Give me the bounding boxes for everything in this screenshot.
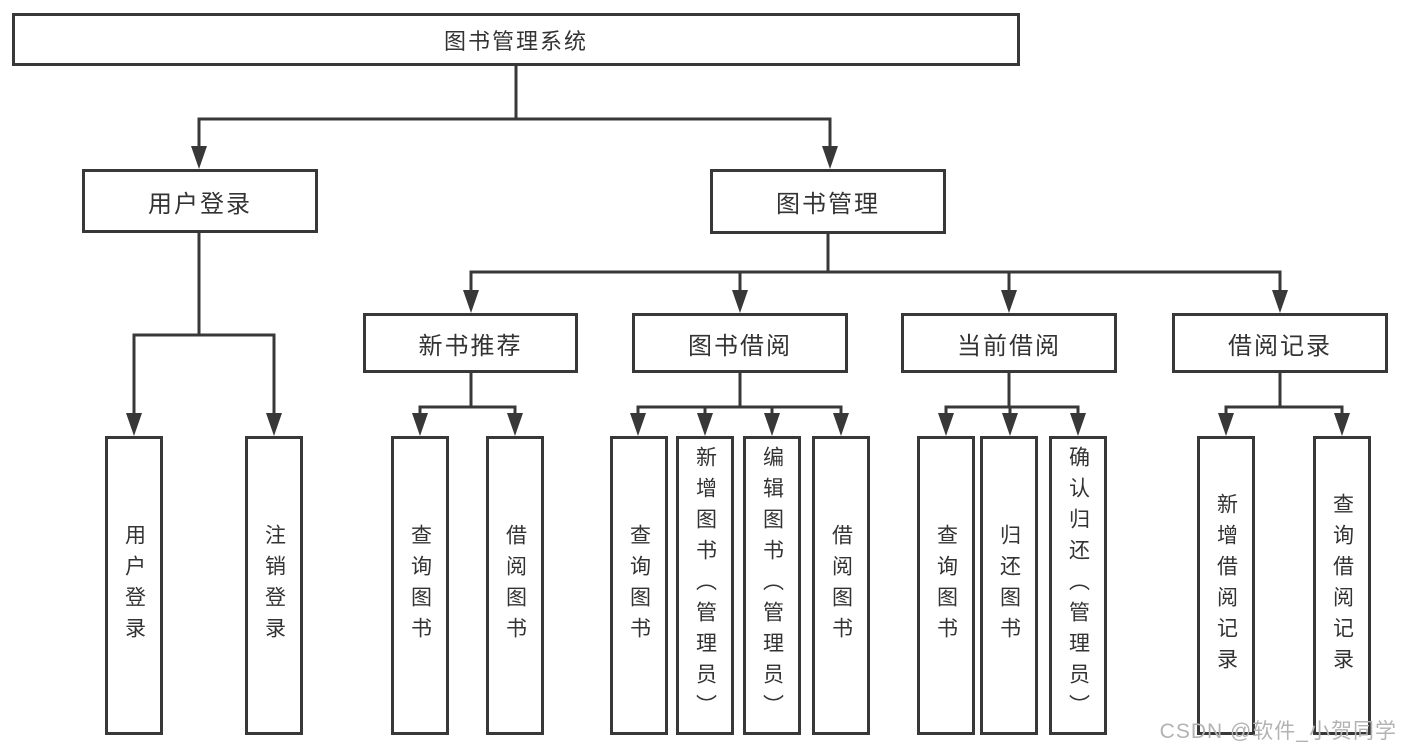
arrowhead	[412, 413, 428, 436]
connector-newbook-to-leaves	[418, 371, 517, 416]
watermark-text: CSDN @软件_小贺同学	[1159, 720, 1397, 743]
leaf-return-books: 归还图书	[980, 436, 1038, 735]
connector-userlogin-to-leaves	[132, 231, 276, 416]
node-label: 用户登录	[148, 190, 252, 218]
node-label: 新书推荐	[418, 332, 523, 360]
leaf-label: 注销登录	[262, 523, 286, 648]
node-label: 图书管理	[776, 191, 880, 218]
node-user-login-group: 用户登录	[82, 169, 318, 233]
leaf-label: 编辑图书（管理员）	[760, 446, 784, 725]
leaf-label: 用户登录	[122, 523, 146, 648]
arrowhead	[1334, 413, 1350, 436]
node-label: 图书借阅	[688, 332, 792, 360]
arrowhead	[697, 413, 713, 436]
arrowhead	[1218, 413, 1234, 436]
node-label: 借阅记录	[1228, 332, 1332, 360]
node-root-label: 图书管理系统	[443, 28, 588, 54]
node-book-management: 图书管理	[710, 169, 946, 234]
connector-bookmgmt-to-level3	[469, 232, 1282, 294]
arrowhead	[822, 146, 838, 169]
arrowhead	[938, 413, 954, 436]
node-new-book-recommendation: 新书推荐	[363, 313, 578, 373]
leaf-edit-books-admin: 编辑图书（管理员）	[743, 436, 801, 735]
leaf-confirm-return-admin: 确认归还（管理员）	[1049, 436, 1107, 735]
node-book-borrowing: 图书借阅	[632, 313, 848, 373]
arrowhead	[266, 413, 282, 436]
arrowhead	[764, 413, 780, 436]
leaf-label: 借阅图书	[829, 523, 853, 648]
connector-records-to-leaves	[1224, 371, 1344, 416]
leaf-label: 新增借阅记录	[1214, 492, 1238, 679]
arrowhead	[463, 290, 479, 313]
node-label: 当前借阅	[957, 332, 1061, 360]
leaf-borrow-books-recommend: 借阅图书	[486, 436, 544, 735]
arrowhead	[507, 413, 523, 436]
leaf-label: 查询图书	[627, 523, 651, 648]
leaf-query-borrow-record: 查询借阅记录	[1313, 436, 1371, 735]
arrowhead	[191, 146, 207, 169]
leaf-borrow-books-borrowing: 借阅图书	[812, 436, 870, 735]
leaf-label: 借阅图书	[503, 523, 527, 648]
connector-current-to-leaves	[944, 371, 1080, 416]
connector-root-to-level2	[197, 64, 832, 152]
leaf-query-books-borrowing: 查询图书	[610, 436, 668, 735]
arrowhead	[1070, 413, 1086, 436]
arrowhead	[1001, 290, 1017, 313]
leaf-user-login: 用户登录	[105, 436, 163, 735]
leaf-add-books-admin: 新增图书（管理员）	[676, 436, 734, 735]
node-current-borrowing: 当前借阅	[901, 313, 1117, 373]
leaf-label: 确认归还（管理员）	[1066, 446, 1090, 725]
leaf-label: 新增图书（管理员）	[693, 446, 717, 725]
leaf-query-books-recommend: 查询图书	[391, 436, 449, 735]
arrowhead	[732, 290, 748, 313]
arrowhead	[1272, 290, 1288, 313]
leaf-query-books-current: 查询图书	[917, 436, 975, 735]
leaf-label: 归还图书	[997, 523, 1021, 648]
leaf-label: 查询图书	[408, 523, 432, 648]
connector-borrowing-to-leaves	[636, 371, 843, 416]
leaf-label: 查询图书	[934, 523, 958, 648]
arrowhead	[833, 413, 849, 436]
leaf-add-borrow-record: 新增借阅记录	[1197, 436, 1255, 735]
arrowhead	[1002, 413, 1018, 436]
leaf-label: 查询借阅记录	[1330, 492, 1354, 679]
arrowhead	[630, 413, 646, 436]
node-root: 图书管理系统	[12, 13, 1020, 66]
node-borrowing-records: 借阅记录	[1172, 313, 1388, 373]
leaf-logout: 注销登录	[245, 436, 303, 735]
arrowhead	[126, 413, 142, 436]
